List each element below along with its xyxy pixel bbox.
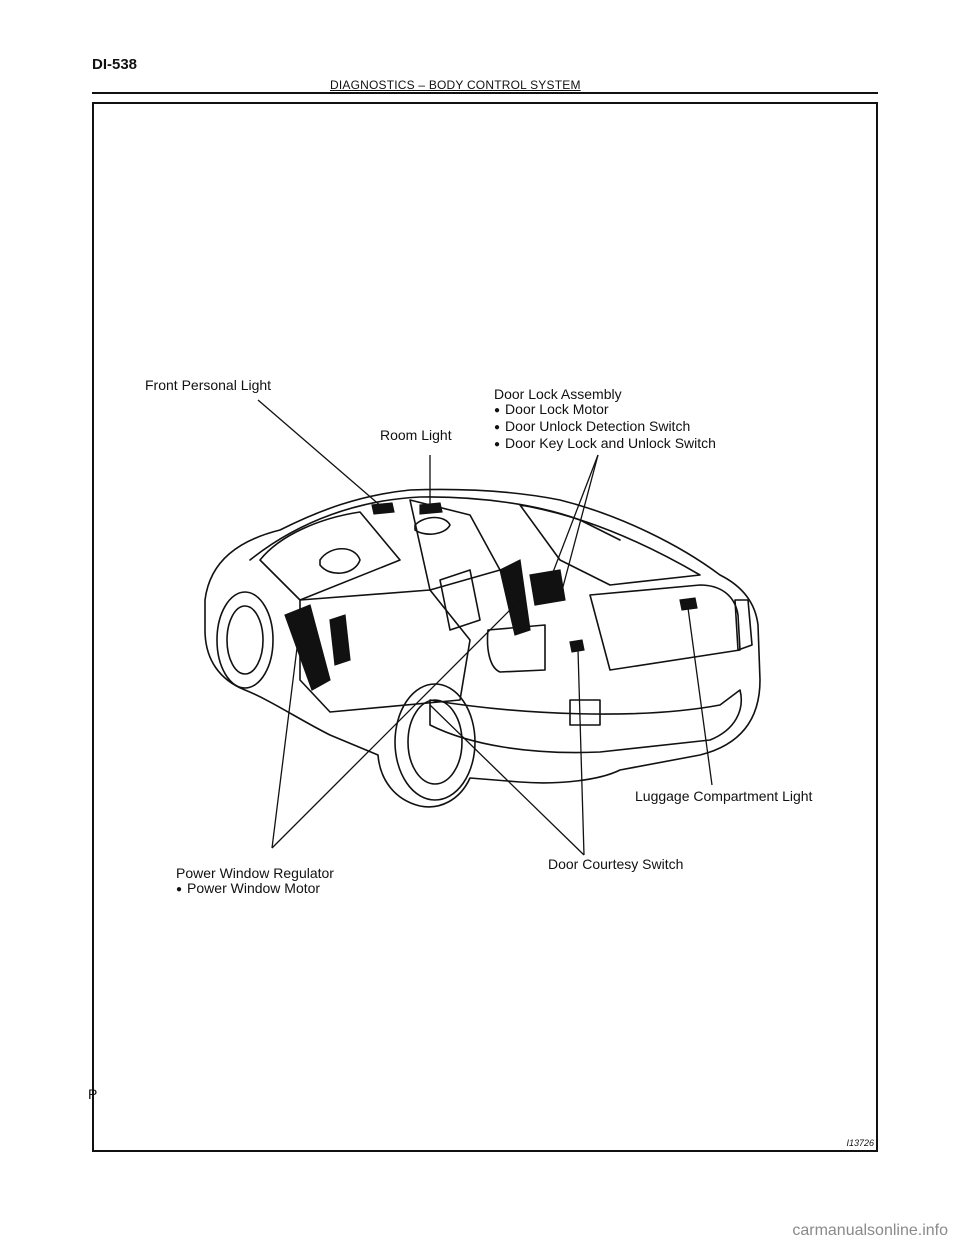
figure-frame [92, 102, 878, 1152]
power-window-item: Power Window Motor [176, 881, 334, 898]
header-divider [92, 92, 878, 94]
figure-code: I13726 [846, 1138, 874, 1148]
front-personal-light-lamp [371, 502, 395, 515]
window-regulator-front [284, 604, 331, 691]
leader-power-window-2 [271, 599, 521, 849]
leader-power-window-1 [271, 639, 299, 849]
label-power-window-regulator: Power Window Regulator Power Window Moto… [176, 866, 334, 898]
leader-luggage-light [687, 607, 713, 786]
leader-courtesy-switch-2 [577, 649, 585, 856]
luggage-light-lamp [679, 597, 698, 611]
license-plate [569, 699, 601, 726]
label-door-lock-assembly: Door Lock Assembly Door Lock Motor Door … [494, 387, 716, 453]
rear-wheel [394, 683, 476, 801]
door-lock-item: Door Unlock Detection Switch [494, 419, 716, 436]
power-window-regulator-list: Power Window Motor [176, 881, 334, 898]
page-number: DI-538 [92, 56, 138, 73]
room-light-lamp [419, 502, 443, 515]
label-front-personal-light: Front Personal Light [145, 377, 272, 393]
rear-wheel-rim [407, 699, 463, 785]
leader-courtesy-switch-1 [429, 704, 585, 856]
car-body-outline [204, 488, 761, 808]
side-mirror [414, 516, 451, 535]
label-door-courtesy-switch: Door Courtesy Switch [548, 856, 684, 872]
tail-light-right [734, 599, 753, 651]
door-panel [299, 589, 471, 713]
window-motor [329, 614, 351, 666]
door-lock-assembly-list: Door Lock Motor Door Unlock Detection Sw… [494, 402, 716, 453]
door-lock-assembly-title: Door Lock Assembly [494, 386, 622, 402]
rear-bumper [429, 689, 742, 754]
seat [439, 569, 481, 631]
tail-light-left [486, 624, 546, 673]
courtesy-switch [569, 639, 585, 653]
window-regulator-rear [499, 559, 531, 636]
label-luggage-compartment-light: Luggage Compartment Light [635, 788, 813, 804]
section-title: DIAGNOSTICS – BODY CONTROL SYSTEM [330, 78, 581, 92]
steering-wheel [319, 547, 361, 574]
door-lock-item: Door Key Lock and Unlock Switch [494, 436, 716, 453]
trunk-lid [589, 584, 741, 671]
power-window-regulator-title: Power Window Regulator [176, 865, 334, 881]
front-wheel-rim [226, 605, 264, 675]
margin-mark: P [88, 1086, 98, 1102]
leader-door-lock-1 [544, 454, 599, 594]
rear-window [519, 504, 701, 586]
leader-front-personal-light [257, 399, 383, 508]
label-room-light: Room Light [380, 427, 452, 443]
leader-door-lock-2 [559, 454, 599, 599]
front-wheel [216, 591, 274, 689]
windshield [259, 511, 401, 601]
door-lock-item: Door Lock Motor [494, 402, 716, 419]
watermark-text: carmanualsonline.info [792, 1222, 948, 1239]
